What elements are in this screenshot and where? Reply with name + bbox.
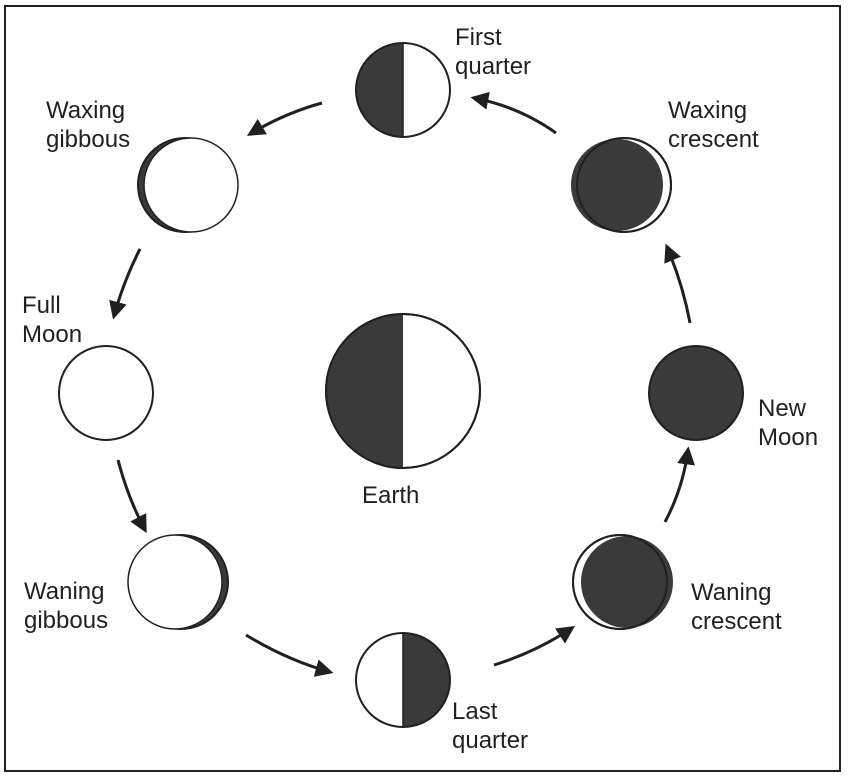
label-waxing-crescent-line1: Waxing (668, 97, 748, 124)
label-waning-gibbous-line1: Waning (24, 578, 105, 605)
moon-first-quarter (355, 42, 451, 138)
label-full-moon-line2: Moon (22, 321, 83, 348)
arrow-waxing-crescent-to-first-quarter (470, 91, 557, 135)
label-waning-crescent-line2: crescent (691, 608, 782, 635)
label-full-moon: Full Moon (22, 291, 82, 349)
label-new-moon-line2: Moon (758, 424, 819, 451)
moon-waxing-crescent (571, 137, 672, 233)
moon-full-moon (58, 345, 154, 441)
label-waning-gibbous: Waning gibbous (24, 577, 108, 635)
arrow-new-moon-to-waxing-crescent (664, 243, 692, 324)
arrow-waxing-gibbous-to-full-moon (109, 248, 142, 320)
label-first-quarter-line2: quarter (455, 53, 532, 80)
diagram-frame (4, 5, 841, 772)
moon-new-moon (648, 345, 744, 441)
label-waxing-gibbous: Waxing gibbous (46, 96, 130, 154)
label-waxing-gibbous-line1: Waxing (46, 97, 126, 124)
arrow-waning-gibbous-to-last-quarter (245, 633, 334, 677)
label-waxing-crescent: Waxing crescent (668, 96, 759, 154)
moon-waning-gibbous (127, 534, 229, 630)
moon-waning-crescent (572, 534, 673, 630)
moon-waxing-gibbous (137, 137, 239, 233)
label-waxing-crescent-line2: crescent (668, 126, 759, 153)
label-last-quarter-line1: Last (452, 698, 498, 725)
label-waning-gibbous-line2: gibbous (24, 607, 109, 634)
label-first-quarter: First quarter (455, 23, 531, 81)
arrow-last-quarter-to-waning-crescent (493, 626, 575, 667)
arrow-waning-crescent-to-new-moon (663, 446, 696, 523)
arrow-full-moon-to-waning-gibbous (116, 459, 147, 534)
arrow-first-quarter-to-waxing-gibbous (246, 101, 323, 136)
label-waxing-gibbous-line2: gibbous (46, 126, 131, 153)
label-new-moon-line1: New (758, 395, 807, 422)
label-waning-crescent: Waning crescent (691, 578, 782, 636)
earth-globe (325, 313, 481, 469)
label-earth: Earth (362, 482, 420, 509)
label-new-moon: New Moon (758, 394, 818, 452)
label-last-quarter-line2: quarter (452, 727, 529, 754)
label-first-quarter-line1: First (455, 24, 502, 51)
label-full-moon-line1: Full (22, 292, 61, 319)
label-last-quarter: Last quarter (452, 697, 528, 755)
moon-last-quarter (355, 632, 451, 728)
label-waning-crescent-line1: Waning (691, 579, 772, 606)
